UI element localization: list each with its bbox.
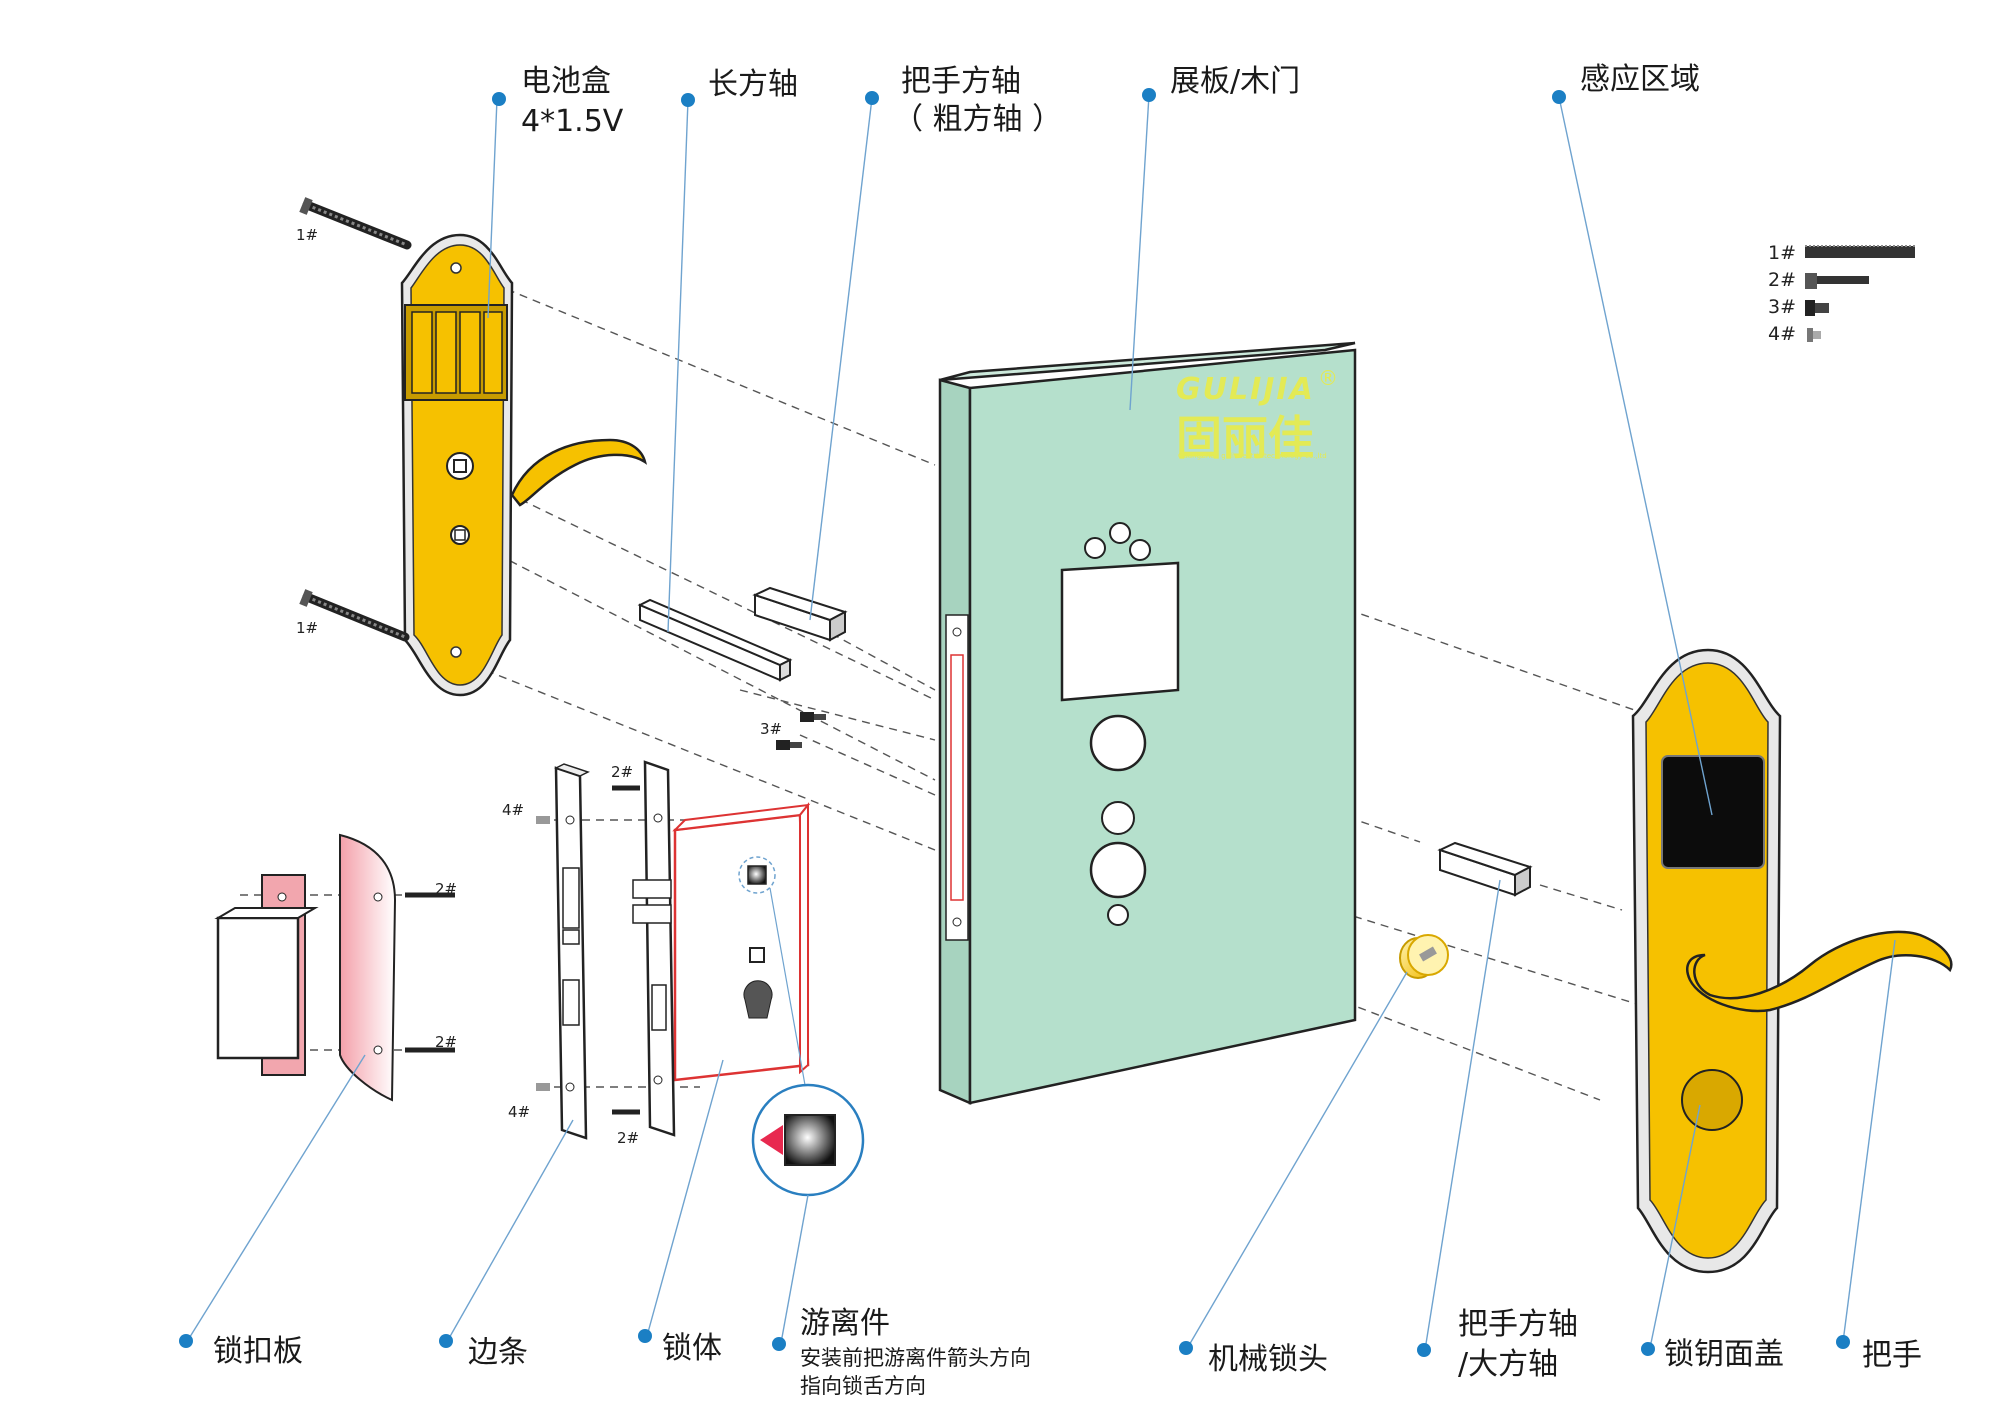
mechanical-cylinder-part	[1399, 934, 1449, 979]
screw-1-top	[299, 197, 412, 250]
screw-3-pair	[776, 712, 826, 750]
brand-registered-mark: ®	[1318, 366, 1338, 390]
clutch-detail-callout	[751, 887, 865, 1197]
brand-tagline: GuangZhou guli electricitechnology co.,l…	[1178, 452, 1327, 460]
side-strip-part	[536, 763, 590, 1140]
label-lock-body: 锁体	[662, 1331, 722, 1366]
thick-spindle-part-top	[752, 586, 848, 642]
outer-handle-lever	[1686, 930, 1953, 1013]
label-handle-spindle-top-sub: （ 粗方轴 ）	[893, 102, 1063, 137]
label-handle-spindle-bottom-sub: /大方轴	[1458, 1347, 1559, 1382]
screw-1-bottom	[299, 589, 410, 642]
screw-tag-strip-top: 4#	[502, 801, 525, 819]
screw-tag-strip-bottom: 4#	[508, 1103, 531, 1121]
assembly-guide-lines	[240, 267, 1641, 1101]
strike-plate-part	[214, 833, 455, 1102]
label-clutch-part: 游离件	[800, 1306, 890, 1341]
brand-logo-latin: GULIJIA	[1176, 372, 1315, 407]
screw-legend-2: 2#	[1768, 269, 1797, 291]
screw-legend-4: 4#	[1768, 323, 1797, 345]
label-display-door: 展板/木门	[1170, 64, 1301, 99]
screw-tag-mid-3: 3#	[760, 720, 783, 738]
inner-escutcheon-battery-side	[400, 233, 514, 697]
lock-body-part	[612, 760, 811, 1137]
screw-tag-body-bottom: 2#	[617, 1129, 640, 1147]
screw-tag-bottom-1: 1#	[296, 619, 319, 637]
label-clutch-note-2: 指向锁舌方向	[800, 1374, 926, 1398]
screw-legend-3: 3#	[1768, 296, 1797, 318]
callout-dots	[179, 88, 1850, 1357]
brand-logo-cn: 固丽佳	[1176, 411, 1314, 465]
screw-tag-strike-bottom: 2#	[435, 1033, 458, 1051]
screw-tag-top-1: 1#	[296, 226, 319, 244]
label-mechanical-cylinder: 机械锁头	[1208, 1342, 1328, 1377]
label-side-strip: 边条	[468, 1335, 528, 1370]
door-panel	[938, 341, 1357, 1105]
thick-spindle-part-bottom	[1437, 841, 1533, 897]
long-spindle-part	[637, 598, 793, 682]
label-handle-spindle-top: 把手方轴	[901, 64, 1021, 99]
label-sensor-area: 感应区域	[1580, 62, 1700, 97]
screw-legend-graphics	[1805, 245, 1915, 342]
label-key-cover: 锁钥面盖	[1664, 1337, 1784, 1372]
inner-handle-lever	[510, 438, 647, 507]
label-long-spindle: 长方轴	[708, 67, 798, 102]
callout-leader-lines	[187, 94, 1896, 1351]
label-handle: 把手	[1862, 1338, 1922, 1373]
screw-legend-1: 1#	[1768, 242, 1797, 264]
label-battery-box: 电池盒	[521, 64, 611, 99]
screw-tag-body-top: 2#	[611, 763, 634, 781]
label-clutch-note-1: 安装前把游离件箭头方向	[800, 1346, 1031, 1370]
label-battery-spec: 4*1.5V	[521, 104, 624, 139]
label-handle-spindle-bottom: 把手方轴	[1458, 1307, 1578, 1342]
outer-escutcheon-key-cover	[1631, 648, 1782, 1274]
screw-tag-strike-top: 2#	[435, 880, 458, 898]
label-strike-plate: 锁扣板	[213, 1334, 303, 1369]
